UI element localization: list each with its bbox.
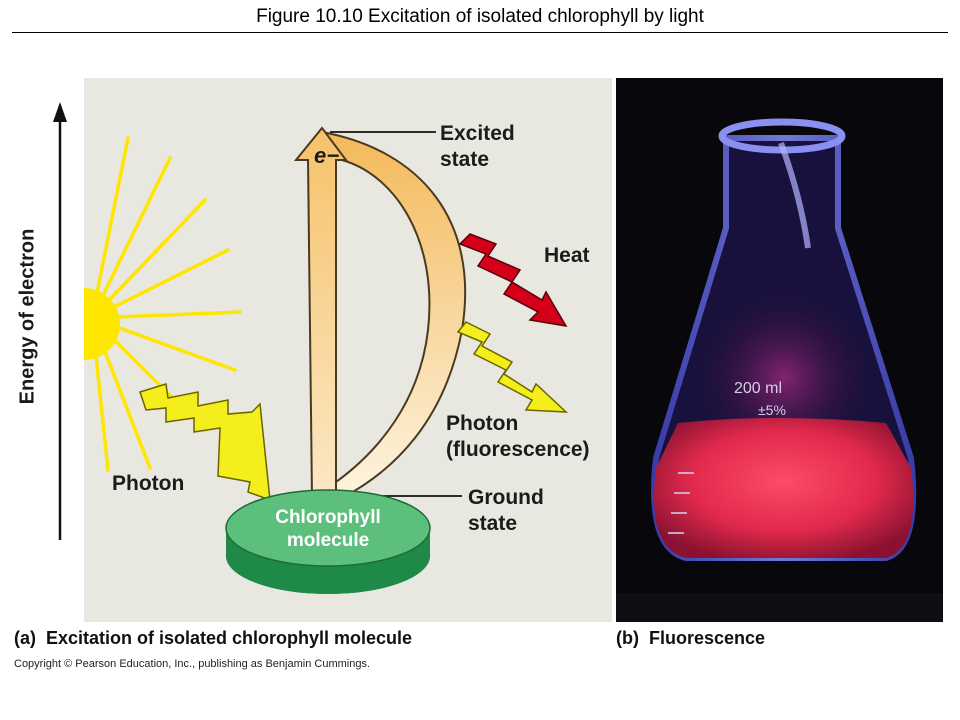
energy-axis-arrow-icon	[53, 102, 67, 540]
figure-title: Figure 10.10 Excitation of isolated chlo…	[256, 6, 704, 27]
excitation-arrow	[293, 126, 348, 499]
fluorescence-flask-photo	[616, 78, 943, 622]
caption-b-tag: (b)	[616, 628, 639, 648]
caption-a-tag: (a)	[14, 628, 36, 648]
ground-state-label-line1: Ground	[468, 486, 544, 509]
chlorophyll-molecule-label: Chlorophyll molecule	[226, 506, 430, 552]
panel-b-photo: 200 ml ±5%	[616, 78, 943, 622]
title-divider	[12, 32, 948, 33]
caption-a-text: Excitation of isolated chlorophyll molec…	[46, 628, 413, 648]
caption-b: (b) Fluorescence	[616, 628, 765, 649]
photon-fluorescence-label-line1: Photon	[446, 412, 519, 435]
caption-a: (a) Excitation of isolated chlorophyll mo…	[14, 628, 412, 649]
photon-arrow-icon	[456, 321, 569, 413]
caption-b-text: Fluorescence	[648, 628, 766, 648]
relaxation-arrow	[319, 130, 467, 499]
ground-state-label-line2: state	[468, 512, 518, 535]
flask-volume-mark: 200 ml	[734, 380, 783, 397]
electron-label: e−	[314, 143, 340, 168]
incoming-photon-arrow-icon	[139, 383, 271, 502]
copyright-notice: Copyright © Pearson Education, Inc., pub…	[14, 658, 371, 670]
flask-tolerance-mark: ±5%	[758, 402, 786, 418]
excited-state-label-line2: state	[440, 148, 490, 171]
chlorophyll-label-line2: molecule	[286, 530, 370, 551]
photon-fluorescence-label-line2: (fluorescence)	[446, 438, 590, 461]
heat-label: Heat	[544, 244, 590, 267]
heat-arrow-icon	[458, 233, 568, 328]
energy-axis-label: Energy of electron	[16, 228, 39, 405]
incoming-photon-label: Photon	[112, 472, 185, 495]
excited-state-label-line1: Excited	[440, 122, 515, 145]
chlorophyll-molecule-disc	[225, 489, 431, 594]
sun-icon	[84, 136, 242, 472]
chlorophyll-label-line1: Chlorophyll	[275, 507, 381, 528]
